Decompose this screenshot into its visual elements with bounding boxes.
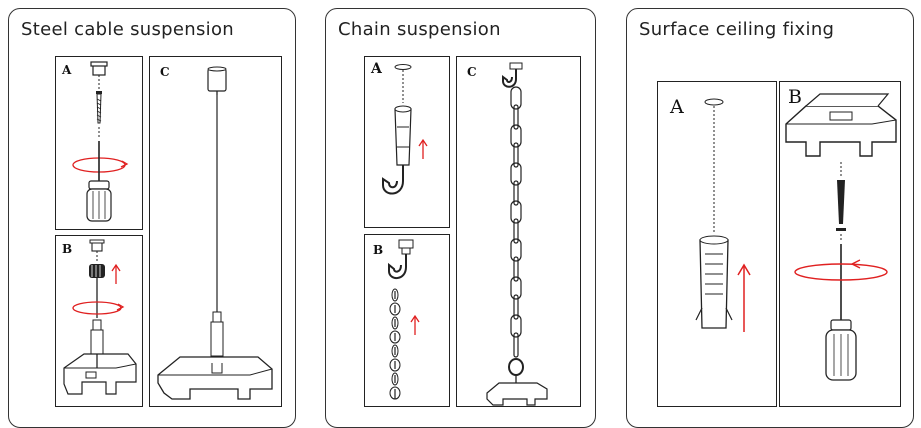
step-c-box: C xyxy=(456,56,581,407)
screw-install-illustration xyxy=(72,61,129,222)
step-b-box: B xyxy=(779,81,901,407)
panel-steel-cable: Steel cable suspension A xyxy=(8,8,296,428)
step-b-box: B xyxy=(364,234,450,407)
step-label: B xyxy=(62,242,73,256)
chain-hook-illustration xyxy=(388,239,420,400)
panel-chain: Chain suspension A B xyxy=(325,8,596,428)
step-a-box: A xyxy=(657,81,777,407)
step-a-box: A xyxy=(364,56,450,228)
panel-title: Surface ceiling fixing xyxy=(639,19,835,40)
step-label: B xyxy=(788,86,802,108)
step-label: A xyxy=(670,96,684,118)
step-a-box: A xyxy=(55,56,143,230)
step-label: C xyxy=(467,65,477,79)
hook-anchor-illustration xyxy=(382,64,428,195)
wall-plug-illustration xyxy=(695,98,751,332)
panel-title: Chain suspension xyxy=(338,19,501,40)
step-b-box: B xyxy=(55,235,143,407)
step-label: A xyxy=(62,63,72,77)
panel-title: Steel cable suspension xyxy=(21,19,234,40)
chain-links xyxy=(510,86,522,358)
cable-assembled-illustration xyxy=(157,66,273,400)
step-label: B xyxy=(373,243,384,257)
screwdriver-mount-illustration xyxy=(785,93,897,381)
cable-holder-illustration xyxy=(63,239,137,395)
step-label: C xyxy=(160,65,170,79)
step-label: A xyxy=(371,61,382,77)
chain-assembled-illustration xyxy=(486,62,548,406)
step-c-box: C xyxy=(149,56,282,407)
panel-surface-fixing: Surface ceiling fixing A B xyxy=(626,8,914,428)
